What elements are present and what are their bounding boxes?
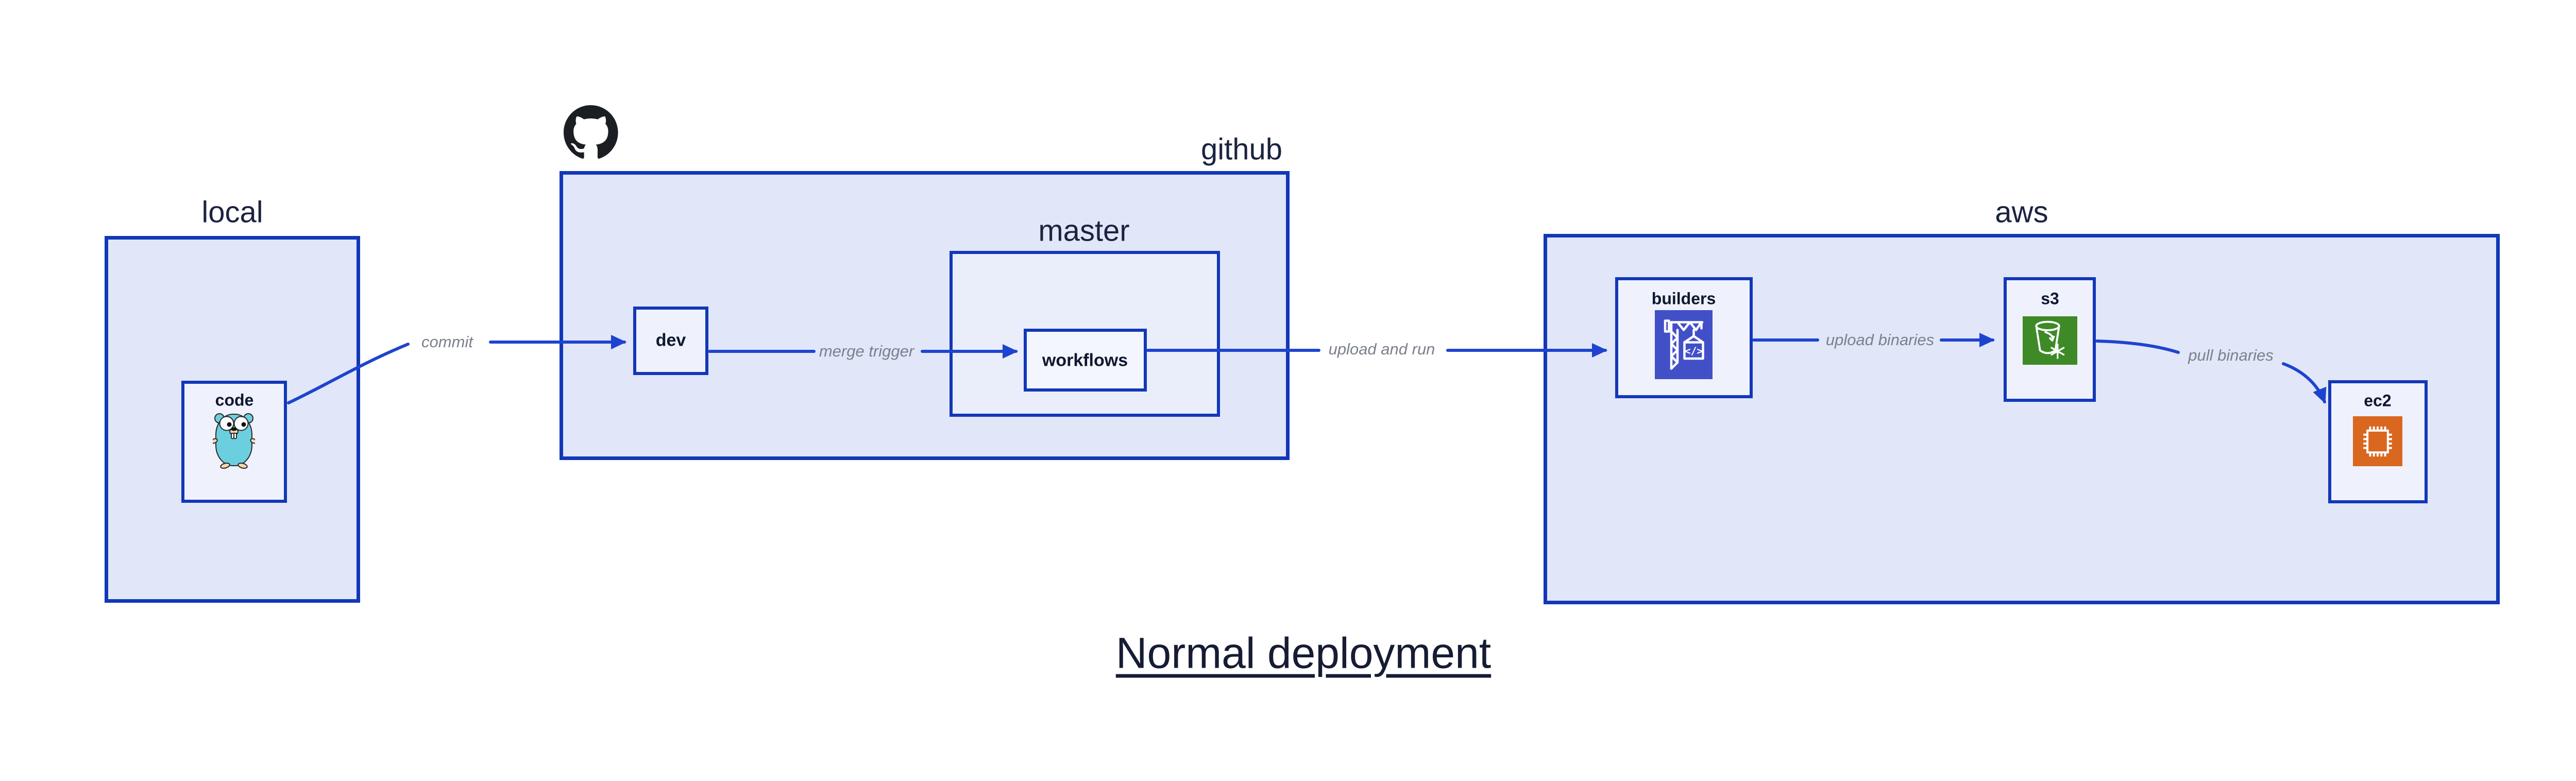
workflows-node-label: workflows	[1042, 350, 1128, 370]
builders-node-label: builders	[1651, 289, 1716, 308]
edge-pull-binaries	[2095, 339, 2327, 404]
edge-label-merge-trigger: merge trigger	[819, 342, 914, 360]
edge-commit	[287, 335, 626, 404]
edge-label-upload-binaries: upload binaries	[1825, 331, 1935, 349]
edge-label-commit: commit	[421, 333, 473, 351]
aws-group-label: aws	[1995, 195, 2048, 229]
github-group-label: github	[1200, 132, 1283, 166]
s3-node-label: s3	[2041, 289, 2059, 308]
codebuild-crane-icon: </>	[1655, 310, 1713, 379]
master-group-label: master	[1038, 214, 1130, 248]
code-node-label: code	[215, 390, 254, 410]
node-workflows[interactable]	[1024, 329, 1147, 392]
ec2-chip-icon	[2353, 416, 2402, 466]
edge-label-pull-binaries: pull binaries	[2188, 346, 2274, 364]
svg-text:</>: </>	[1685, 345, 1703, 357]
ec2-node-label: ec2	[2364, 391, 2392, 410]
github-octocat-logo	[564, 105, 618, 159]
node-dev[interactable]	[633, 307, 708, 375]
dev-node-label: dev	[655, 330, 686, 350]
edge-label-upload-and-run: upload and run	[1328, 340, 1435, 358]
local-group-label: local	[201, 195, 263, 229]
s3-bucket-snowflake-icon	[2023, 316, 2077, 365]
diagram-title: Normal deployment	[1115, 629, 1492, 677]
go-gopher-icon	[213, 411, 255, 470]
